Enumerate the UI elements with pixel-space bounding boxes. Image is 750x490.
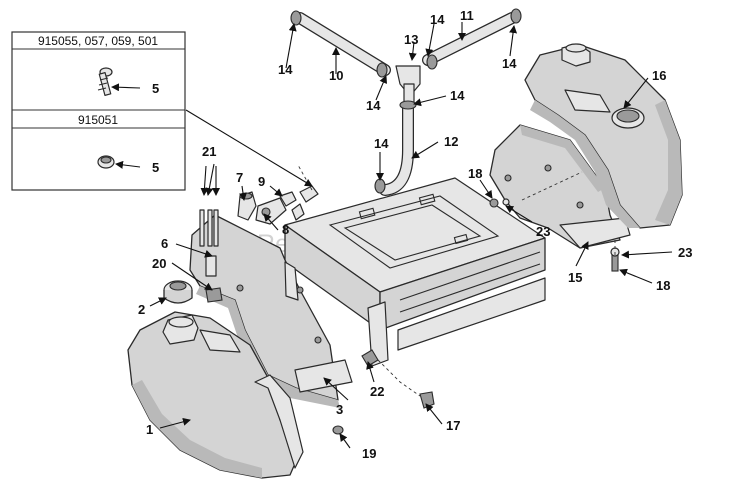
right-side-panel (489, 124, 631, 249)
callout-20: 20 (152, 256, 166, 271)
callout-8: 8 (282, 222, 289, 237)
callout-12: 12 (444, 134, 458, 149)
callout-10: 10 (329, 68, 343, 83)
callout-14: 14 (374, 136, 389, 151)
left-fender (127, 311, 304, 479)
callout-6: 6 (161, 236, 168, 251)
right-fender (524, 43, 683, 229)
frame-deck (284, 177, 546, 351)
fuel-lines (290, 8, 522, 196)
inset-header-2: 915051 (78, 113, 118, 127)
callout-14: 14 (278, 62, 293, 77)
callout-13: 13 (404, 32, 418, 47)
callout-22: 22 (370, 384, 384, 399)
callout-14: 14 (366, 98, 381, 113)
plug-icon (97, 155, 115, 169)
inset-callout-2: 5 (152, 160, 159, 175)
fuel-cap (163, 280, 193, 304)
inset-header-1: 915055, 057, 059, 501 (38, 34, 158, 48)
callout-labels: 14 10 11 13 14 14 14 14 12 14 16 18 23 2… (138, 8, 692, 461)
callout-17: 17 (446, 418, 460, 433)
left-side-panel (189, 214, 389, 408)
callout-9: 9 (258, 174, 265, 189)
callout-14: 14 (430, 12, 445, 27)
callout-15: 15 (568, 270, 582, 285)
callout-23: 23 (536, 224, 550, 239)
callout-16: 16 (652, 68, 666, 83)
callout-7: 7 (236, 170, 243, 185)
callout-2: 2 (138, 302, 145, 317)
inset-callout-1: 5 (152, 81, 159, 96)
callout-1: 1 (146, 422, 153, 437)
callout-21: 21 (202, 144, 216, 159)
callout-3: 3 (336, 402, 343, 417)
bolt-icon (97, 67, 113, 97)
leader-lines (149, 22, 673, 449)
callout-14: 14 (450, 88, 465, 103)
callout-19: 19 (362, 446, 376, 461)
callout-11: 11 (460, 8, 474, 23)
callout-14: 14 (502, 56, 517, 71)
inset-box: 915055, 057, 059, 501 915051 5 5 (11, 31, 186, 191)
callout-23: 23 (678, 245, 692, 260)
callout-18: 18 (468, 166, 482, 181)
callout-18: 18 (656, 278, 670, 293)
